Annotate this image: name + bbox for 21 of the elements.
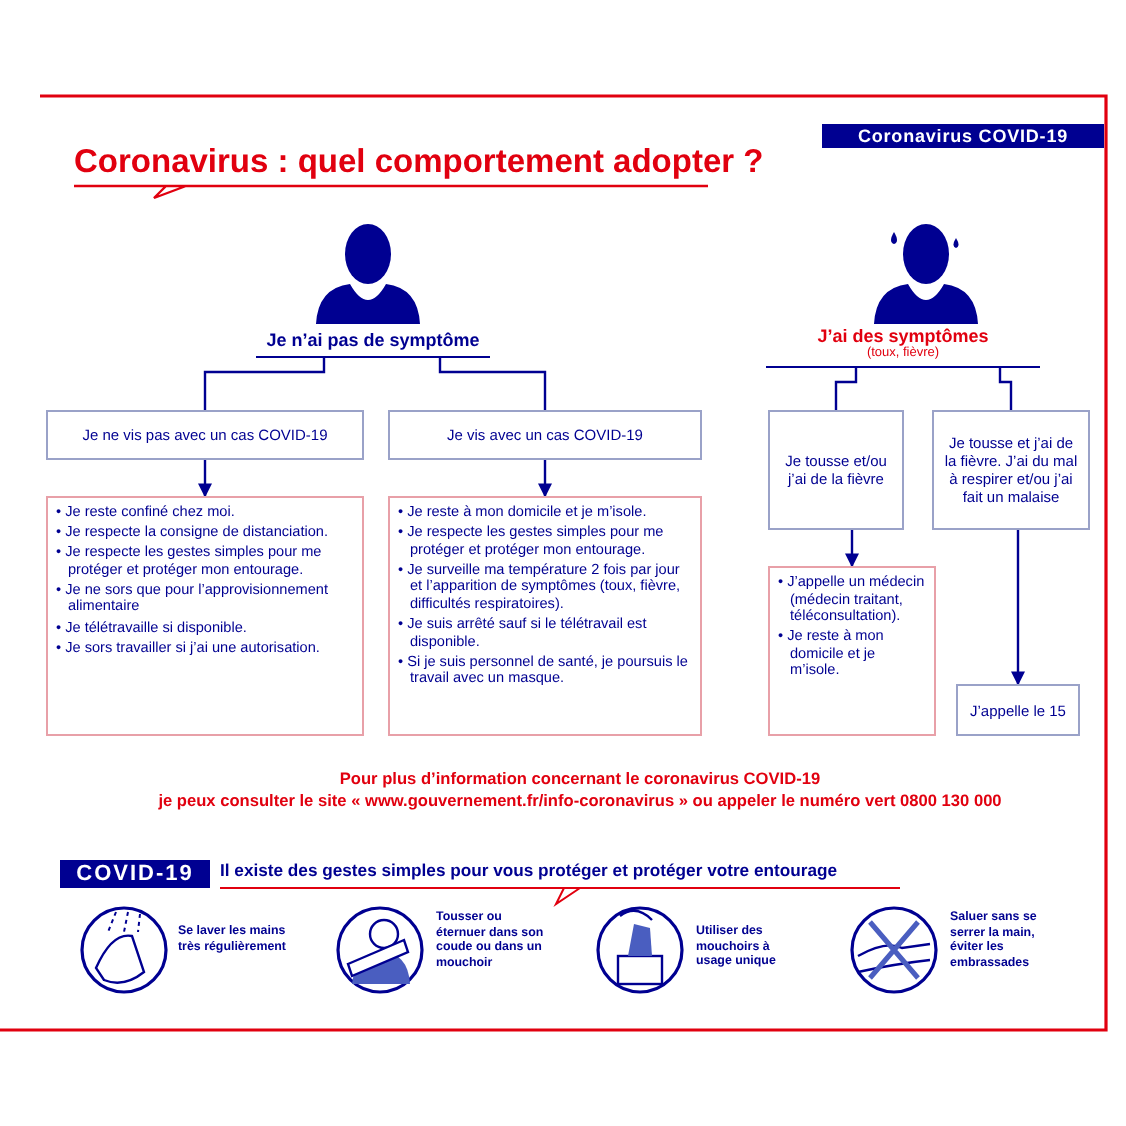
- section-badge: COVID-19: [60, 860, 210, 888]
- heading-node: [766, 326, 1040, 368]
- connector-line: [438, 358, 547, 410]
- bullet-list-box: [388, 496, 702, 736]
- info-text: je peux consulter le site « www.gouvernement.fr/info-coronavirus » ou appeler le numéro vert 0800 130 000: [156, 790, 1004, 810]
- section-heading: Il existe des gestes simples pour vous protéger et protéger votre entourage: [220, 860, 840, 882]
- connector-line: [834, 368, 858, 410]
- title: Coronavirus : quel comportement adopter ?: [74, 144, 764, 182]
- bullet-list-box: [768, 566, 936, 736]
- header-badge: Coronavirus COVID-19: [822, 124, 1104, 148]
- connector-line: [998, 368, 1013, 410]
- heading-node: [256, 330, 490, 358]
- arrow: [1011, 530, 1025, 686]
- heading-text: Je n’ai pas de symptôme: [266, 330, 480, 350]
- arrow: [538, 460, 552, 498]
- heading-text: J’ai des symptômes: [817, 326, 989, 346]
- info-text: Pour plus d’information concernant le coronavirus COVID-19: [337, 768, 823, 788]
- bullet-list-box: [46, 496, 364, 736]
- arrow: [845, 530, 859, 568]
- connector-line: [203, 358, 326, 410]
- arrow: [198, 460, 212, 498]
